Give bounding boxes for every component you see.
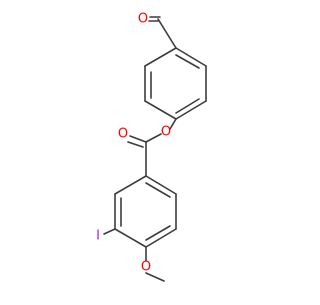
carbonyl-oxygen-label: O xyxy=(118,127,128,142)
bond xyxy=(144,47,177,67)
bond xyxy=(129,135,147,143)
bond xyxy=(157,18,177,49)
molecule-diagram: O O O I O xyxy=(96,12,207,282)
structure-drawing: O O O I O xyxy=(96,12,207,282)
bond xyxy=(175,100,207,120)
bond xyxy=(175,98,200,114)
bond xyxy=(145,272,165,282)
ester-oxygen-label: O xyxy=(161,125,171,140)
bond xyxy=(175,54,200,69)
aldehyde-oxygen-label: O xyxy=(138,12,148,27)
bond xyxy=(145,175,177,195)
bond xyxy=(103,228,116,235)
bond xyxy=(127,141,144,148)
bond xyxy=(145,228,177,248)
bond xyxy=(145,182,171,198)
bond xyxy=(175,47,207,67)
bond xyxy=(169,118,177,130)
bond xyxy=(144,100,177,120)
bond xyxy=(145,225,171,241)
bond xyxy=(145,133,162,143)
bond xyxy=(114,228,147,248)
bond xyxy=(114,175,147,195)
iodine-label: I xyxy=(96,229,100,244)
methoxy-oxygen-label: O xyxy=(141,260,151,275)
